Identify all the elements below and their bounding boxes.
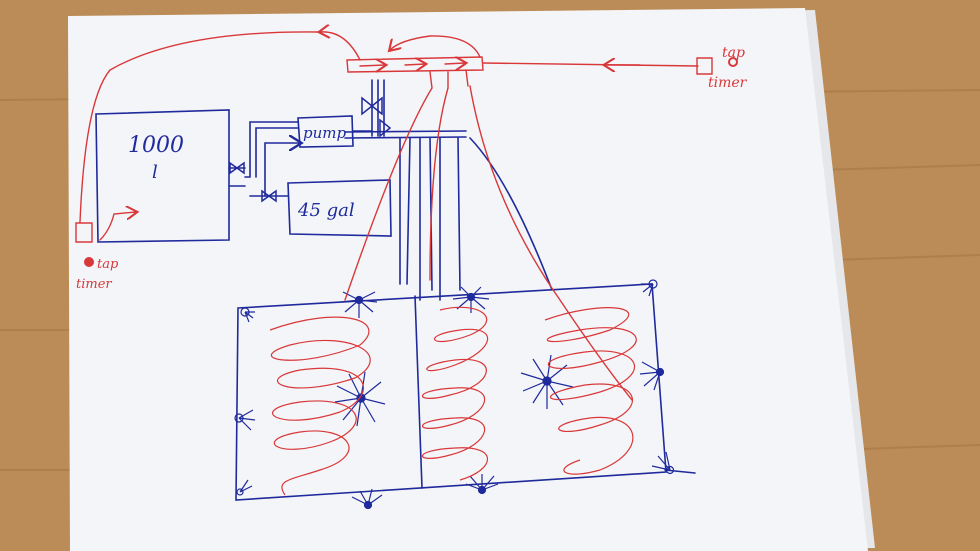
tank-unit-label: l [152, 162, 158, 183]
timer-left-label: timer [76, 277, 112, 292]
paper-sheet [68, 8, 868, 551]
field-outline [235, 283, 667, 501]
tank-45gal-outline [287, 179, 392, 237]
supply-manifold [346, 56, 484, 73]
tap-circle-icon [84, 57, 738, 267]
small-tank-label: 45 gal [297, 200, 355, 221]
valve-icon [229, 96, 392, 203]
tap-left-label: tap [97, 257, 119, 272]
sprinkler-head-icon [234, 279, 675, 510]
pump-label: pump [303, 124, 346, 142]
blue-ink-drawing [95, 79, 696, 501]
red-ink-drawing [75, 32, 713, 401]
tap-right-label: tap [722, 45, 745, 61]
timer-right-label: timer [708, 75, 748, 91]
spray-pattern-loops [269, 306, 637, 496]
tank-volume-label: 1000 [128, 133, 184, 158]
tank-1000-outline [95, 109, 230, 243]
field-divider [414, 295, 423, 489]
